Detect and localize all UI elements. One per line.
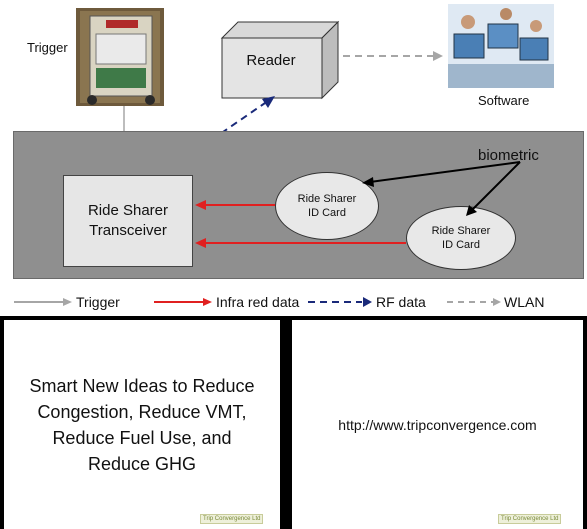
legend-rf-label: RF data [376,294,426,310]
biometric-line-1-arrowhead [362,177,374,187]
slide-right-logo: Trip Convergence Ltd [498,514,562,524]
trigger-device-image [76,8,164,106]
id-card-1: Ride Sharer ID Card [275,172,379,240]
slide-left-logo: Trip Convergence Ltd [200,514,264,524]
panel-arrows [195,161,521,248]
transceiver-box: Ride Sharer Transceiver [63,175,193,267]
biometric-label: biometric [478,147,539,164]
slide-left: Smart New Ideas to Reduce Congestion, Re… [4,320,280,529]
biometric-line-2-arrowhead [466,205,477,216]
reader-box [220,18,340,100]
biometric-line-2 [471,161,521,211]
legend-infrared-label: Infra red data [216,294,300,310]
website-url: http://www.tripconvergence.com [338,416,537,433]
slide-left-text: Smart New Ideas to Reduce Congestion, Re… [29,375,255,474]
wlan-line-arrowhead [433,51,443,61]
software-image [448,4,554,88]
id-card-1-label: Ride Sharer ID Card [297,193,357,219]
slide-right: http://www.tripconvergence.com [292,320,583,529]
ir-line-1-arrowhead [195,200,206,210]
biometric-line-1 [369,161,521,183]
legend-wlan-label: WLAN [504,294,545,310]
id-card-2-label: Ride Sharer ID Card [431,225,491,251]
software-label: Software [478,93,530,108]
rf-line-arrowhead [262,96,275,108]
ir-line-2-arrowhead [195,238,206,248]
legend-trigger-label: Trigger [76,294,120,310]
trigger-label: Trigger [27,40,68,55]
reader-label: Reader [246,52,296,69]
id-card-2: Ride Sharer ID Card [406,206,516,270]
legend-lines [14,297,501,307]
transceiver-label: Ride Sharer Transceiver [87,202,169,239]
